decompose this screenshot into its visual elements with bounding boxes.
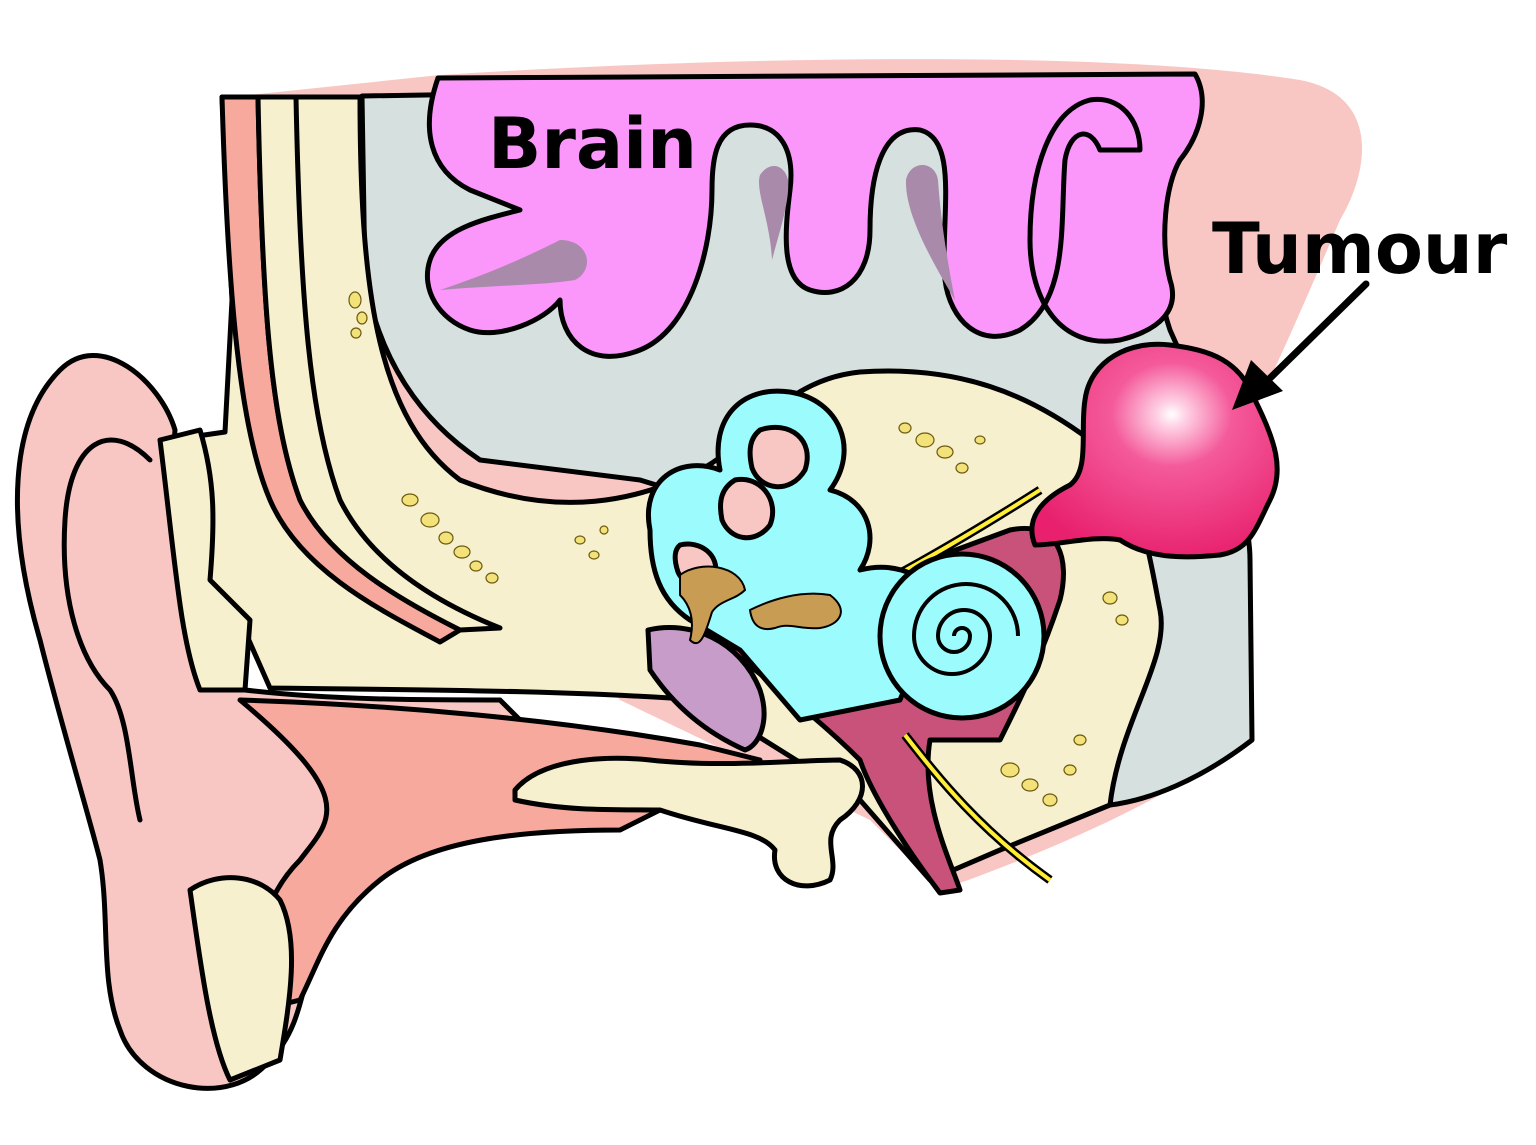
tumour-arrow-head	[1232, 360, 1283, 410]
canal-hole-2	[718, 476, 776, 541]
tumour-arrow-shaft	[1258, 280, 1370, 390]
tumour	[1029, 341, 1280, 560]
cochlea	[877, 551, 1047, 721]
pinna-inner-fold	[61, 437, 153, 823]
jaw-bone	[512, 755, 865, 889]
dura-layer	[255, 94, 503, 633]
brain-sulcus-3	[905, 165, 955, 300]
canal-hole-1	[747, 424, 810, 490]
brain-sulcus-1	[440, 240, 587, 290]
brain-sulcus-2	[758, 165, 789, 260]
brain-label: Brain	[488, 103, 697, 185]
brain	[424, 71, 1205, 359]
semicircular-canals	[646, 388, 943, 723]
tumour-label: Tumour	[1212, 208, 1508, 290]
ear-canal	[237, 697, 763, 1013]
cochlea-spiral	[911, 582, 1020, 676]
eardrum	[645, 625, 767, 753]
lower-cartilage	[187, 875, 294, 1083]
ossicles	[679, 565, 842, 645]
ear-cartilage	[157, 427, 253, 693]
